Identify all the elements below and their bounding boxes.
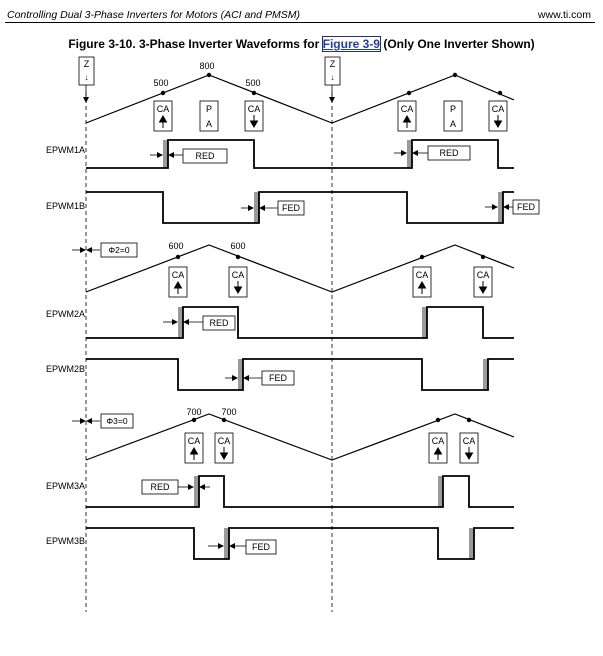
website-url[interactable]: www.ti.com (537, 9, 591, 21)
ca-down-event-2b: CA (473, 266, 493, 298)
svg-text:P: P (450, 104, 456, 114)
zero-event-marker-mid: Z ↓ (324, 56, 341, 86)
counter-triangle-1 (85, 74, 515, 124)
svg-text:FED: FED (252, 542, 271, 552)
compare-value-2-right: 600 (230, 241, 245, 251)
ca-down-event-1a: CA (244, 100, 264, 132)
signal-label-epwm3a: EPWM3A (46, 481, 85, 491)
compare-value-1-right: 500 (245, 78, 260, 88)
waveform-epwm3b (86, 527, 514, 560)
ca-down-event-2a: CA (228, 266, 248, 298)
svg-text:↓: ↓ (331, 73, 335, 82)
ca-down-event-3b: CA (459, 432, 479, 464)
svg-text:CA: CA (188, 436, 201, 446)
counter-triangle-3 (85, 413, 515, 461)
svg-text:CA: CA (218, 436, 231, 446)
svg-text:FED: FED (517, 202, 536, 212)
ca-down-event-3a: CA (214, 432, 234, 464)
svg-text:RED: RED (195, 151, 215, 161)
ca-up-event-3b: CA (428, 432, 448, 464)
compare-value-2-left: 600 (168, 241, 183, 251)
document-title: Controlling Dual 3-Phase Inverters for M… (7, 9, 300, 21)
svg-text:↓: ↓ (85, 73, 89, 82)
svg-text:CA: CA (401, 104, 414, 114)
phase-shift-label-2: Φ2=0 (100, 242, 138, 258)
waveform-epwm3a (86, 475, 514, 508)
compare-points-2 (175, 254, 486, 260)
svg-text:CA: CA (157, 104, 170, 114)
signal-label-epwm2a: EPWM2A (46, 309, 85, 319)
falling-edge-delay-label-1b: FED (512, 199, 540, 215)
signal-label-epwm1b: EPWM1B (46, 201, 85, 211)
ca-up-event-2b: CA (412, 266, 432, 298)
svg-text:CA: CA (432, 436, 445, 446)
period-value-1: 800 (199, 61, 214, 71)
falling-edge-delay-label-3: FED (245, 539, 277, 555)
ca-up-event-2a: CA (168, 266, 188, 298)
compare-points-3 (191, 417, 472, 423)
rising-edge-delay-label-1a: RED (182, 148, 228, 164)
svg-text:CA: CA (477, 270, 490, 280)
figure-link[interactable]: Figure 3-9 (321, 36, 381, 52)
svg-text:A: A (450, 119, 456, 129)
signal-label-epwm1a: EPWM1A (46, 145, 85, 155)
compare-value-3-right: 700 (221, 407, 236, 417)
svg-text:Φ2=0: Φ2=0 (108, 245, 129, 255)
falling-edge-delay-label-1a: FED (277, 200, 305, 216)
svg-text:CA: CA (416, 270, 429, 280)
rising-edge-delay-label-2: RED (202, 315, 236, 331)
pa-event-1a: P A (199, 100, 219, 132)
header-rule (5, 22, 595, 23)
svg-text:Z: Z (330, 59, 336, 69)
svg-text:RED: RED (209, 318, 229, 328)
svg-text:Z: Z (84, 59, 90, 69)
figure-title-suffix: (Only One Inverter Shown) (379, 37, 535, 51)
zero-event-marker-left: Z ↓ (78, 56, 95, 86)
compare-points-1 (160, 72, 503, 96)
svg-text:FED: FED (269, 373, 288, 383)
svg-text:CA: CA (492, 104, 505, 114)
pa-event-1b: P A (443, 100, 463, 132)
ca-down-event-1b: CA (488, 100, 508, 132)
ca-up-event-3a: CA (184, 432, 204, 464)
falling-edge-delay-label-2: FED (261, 370, 295, 386)
svg-text:A: A (206, 119, 212, 129)
ca-up-event-1a: CA (153, 100, 173, 132)
svg-text:CA: CA (463, 436, 476, 446)
ca-up-event-1b: CA (397, 100, 417, 132)
figure-title: Figure 3-10. 3-Phase Inverter Waveforms … (0, 36, 603, 52)
compare-value-1-left: 500 (153, 78, 168, 88)
counter-triangle-2 (85, 244, 515, 293)
svg-text:P: P (206, 104, 212, 114)
svg-text:CA: CA (232, 270, 245, 280)
waveform-epwm2a (86, 306, 514, 339)
rising-edge-delay-label-3: RED (141, 479, 179, 495)
signal-label-epwm2b: EPWM2B (46, 364, 85, 374)
svg-text:CA: CA (172, 270, 185, 280)
svg-text:RED: RED (439, 148, 459, 158)
figure-title-prefix: Figure 3-10. 3-Phase Inverter Waveforms … (68, 37, 323, 51)
rising-edge-delay-label-1b: RED (427, 145, 471, 161)
svg-text:Φ3=0: Φ3=0 (106, 416, 127, 426)
svg-text:FED: FED (282, 203, 301, 213)
signal-label-epwm3b: EPWM3B (46, 536, 85, 546)
waveform-epwm2b (86, 358, 514, 391)
phase-shift-label-3: Φ3=0 (100, 413, 134, 429)
svg-text:RED: RED (150, 482, 170, 492)
svg-text:CA: CA (248, 104, 261, 114)
compare-value-3-left: 700 (186, 407, 201, 417)
